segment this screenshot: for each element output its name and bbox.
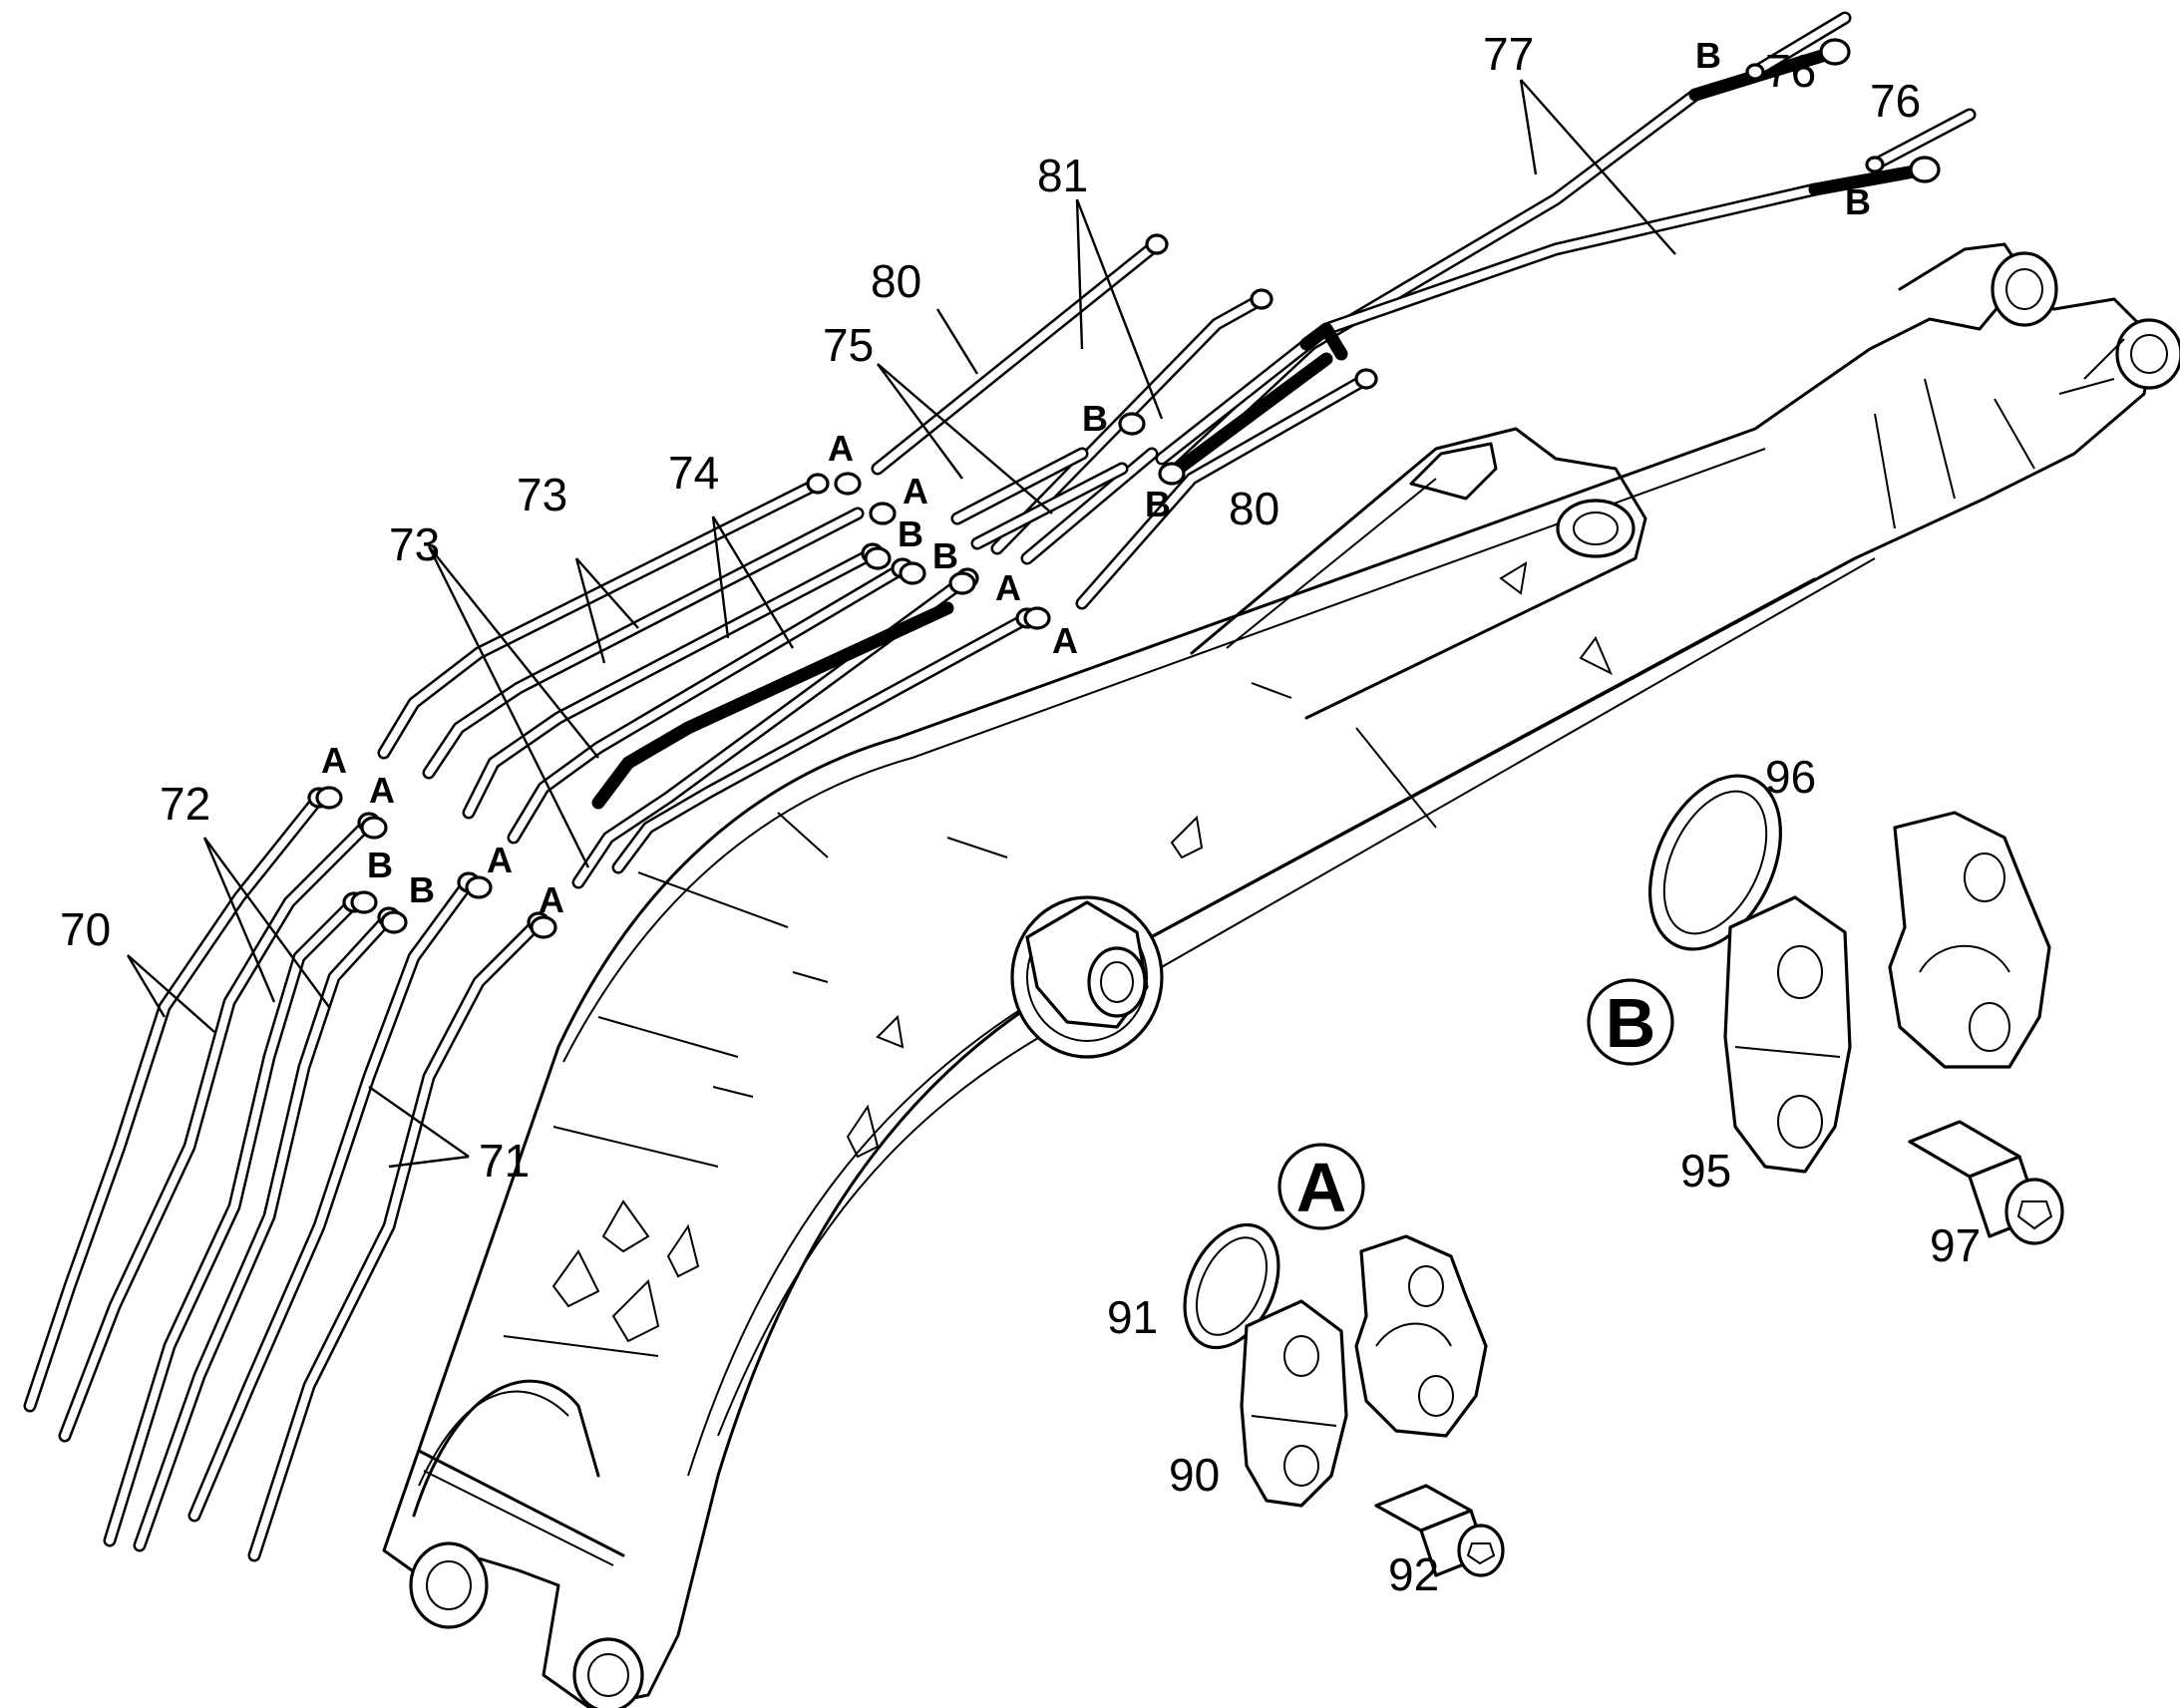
leader-lines	[126, 79, 1676, 1169]
detail-view-b-label: B	[1606, 984, 1656, 1062]
port-label-a: A	[1052, 620, 1078, 661]
callout-97: 97	[1930, 1219, 1981, 1271]
port-label-b: B	[1845, 181, 1871, 222]
callout-92: 92	[1388, 1548, 1439, 1600]
callout-91: 91	[1107, 1291, 1158, 1343]
callout-81: 81	[1037, 150, 1088, 201]
port-label-a: A	[369, 770, 395, 811]
port-label-a: A	[828, 428, 854, 469]
callout-76-top: 76	[1765, 45, 1816, 97]
callout-70: 70	[60, 903, 111, 955]
port-label-a: A	[321, 740, 347, 781]
detail-view-markers: A B	[1277, 978, 1674, 1230]
port-label-b: B	[1145, 484, 1171, 524]
callout-71: 71	[479, 1135, 530, 1187]
detail-a-parts	[1183, 1222, 1505, 1577]
port-label-b: B	[932, 535, 958, 576]
port-label-b: B	[1695, 35, 1721, 76]
port-label-a: A	[487, 840, 513, 880]
callout-76-right: 76	[1870, 75, 1921, 127]
callout-73-top: 73	[517, 469, 567, 520]
detail-view-a-label: A	[1296, 1149, 1347, 1226]
callout-80-top: 80	[871, 255, 921, 307]
boom-assembly	[382, 242, 2180, 1708]
port-label-a: A	[903, 471, 928, 512]
detail-b-parts	[1648, 774, 2064, 1245]
callout-80-right: 80	[1229, 483, 1279, 534]
callout-73-left: 73	[389, 518, 440, 570]
callout-96: 96	[1765, 751, 1816, 803]
port-label-b: B	[409, 869, 435, 910]
pipe-group-75-81	[315, 11, 1977, 939]
port-label-a: A	[995, 567, 1021, 608]
callout-90: 90	[1169, 1449, 1220, 1501]
callout-75: 75	[823, 319, 874, 371]
callout-77: 77	[1483, 28, 1534, 80]
port-label-b: B	[898, 513, 923, 554]
callout-72: 72	[160, 778, 210, 830]
port-label-b: B	[367, 845, 393, 885]
pipe-group-70-74	[23, 473, 1039, 1562]
callout-74: 74	[668, 447, 719, 499]
port-labels: A A B B A A A A B B A A B B B B	[321, 35, 1871, 920]
port-label-a: A	[539, 879, 564, 920]
callout-95: 95	[1680, 1145, 1731, 1196]
part-callouts: 70 71 72 73 73 74 75 76 76 77 80 80 81 9…	[60, 28, 1981, 1600]
port-label-b: B	[1082, 398, 1108, 439]
